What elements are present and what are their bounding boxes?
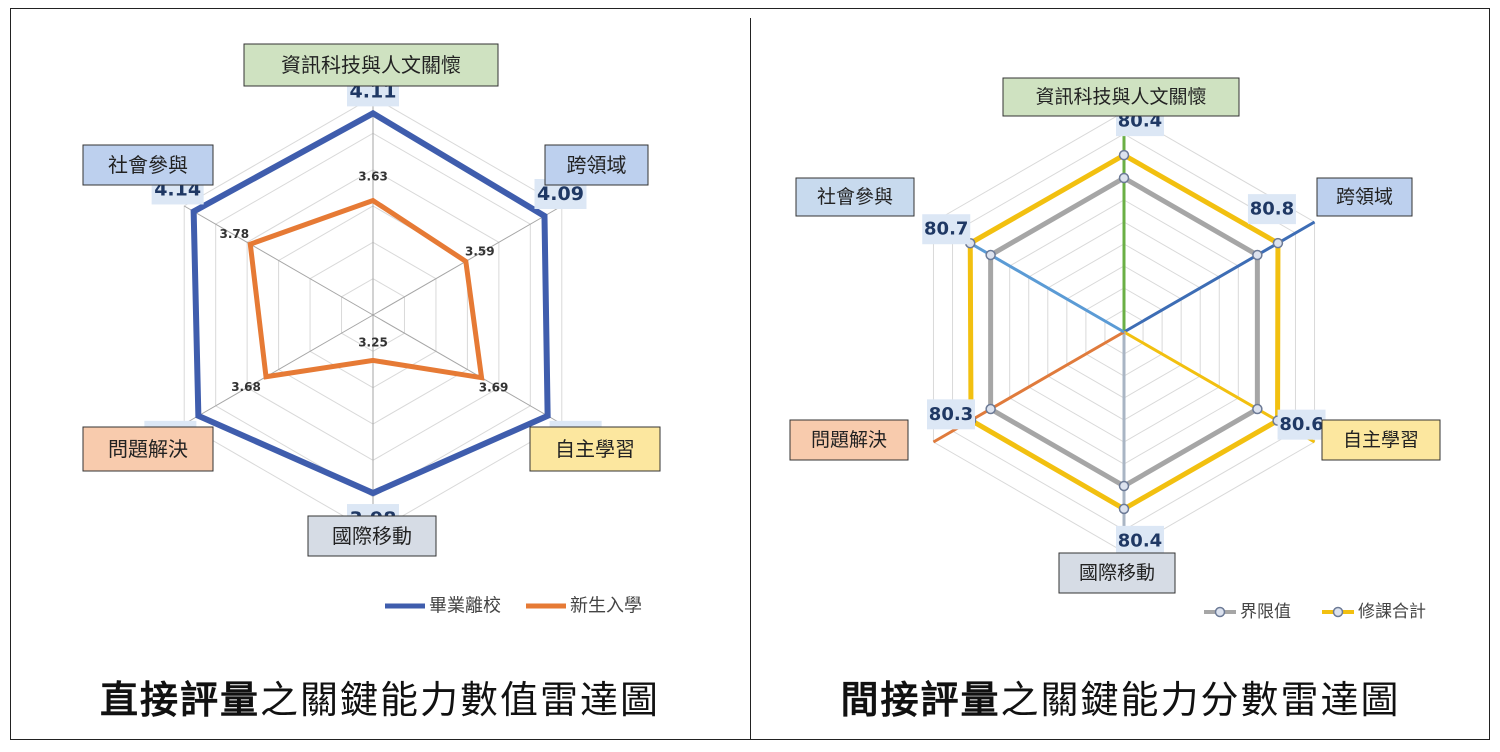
category-label: 資訊科技與人文關懷: [1035, 86, 1206, 108]
category-label: 國際移動: [1079, 562, 1155, 584]
category-box: [1002, 77, 1240, 117]
series-marker: [1272, 237, 1284, 249]
data-label-bg: [922, 214, 971, 245]
left-caption-bold: 直接評量: [99, 677, 260, 722]
category-label: 跨領域: [1336, 186, 1393, 208]
colored-spoke: [1123, 220, 1316, 334]
category-label: 自主學習: [1343, 429, 1419, 451]
category-box: [243, 43, 499, 87]
category-box: [1321, 419, 1441, 461]
right-radar-chart: 80.480.880.680.480.380.7資訊科技與人文關懷跨領域自主學習…: [789, 77, 1441, 622]
category-box: [307, 515, 437, 557]
category-label: 問題解決: [811, 429, 887, 451]
category-label: 問題解決: [108, 437, 188, 461]
legend-label: 新生入學: [570, 596, 642, 617]
spoke-line: [183, 205, 374, 316]
category-box: [82, 144, 214, 186]
data-label: 80.4: [1118, 530, 1162, 551]
series-marker: [1252, 403, 1263, 415]
spoke-line: [183, 314, 374, 425]
category-box: [529, 426, 661, 472]
series-marker: [1118, 503, 1130, 515]
left-caption: 直接評量之關鍵能力數值雷達圖: [10, 672, 750, 728]
data-label-bg: [1116, 525, 1164, 556]
series-marker: [985, 249, 996, 261]
right-caption: 間接評量之關鍵能力分數雷達圖: [751, 672, 1490, 728]
data-label-bg: [927, 399, 976, 430]
category-label: 跨領域: [567, 153, 627, 177]
data-label-bg: [1247, 194, 1296, 225]
right-caption-bold: 間接評量: [840, 677, 1001, 722]
legend-label: 畢業離校: [429, 596, 501, 617]
series-marker: [985, 403, 996, 415]
data-label: 80.3: [929, 404, 973, 425]
category-label: 社會參與: [817, 186, 893, 208]
data-label-bg: [1277, 409, 1326, 440]
series-line-freshman: [247, 197, 485, 381]
data-label: 80.7: [924, 219, 968, 240]
data-label-inner: 3.63: [358, 170, 388, 184]
data-label-inner: 3.68: [231, 380, 261, 394]
category-box: [789, 419, 909, 461]
category-box: [795, 177, 915, 217]
series-marker: [1118, 149, 1130, 161]
right-caption-rest: 之關鍵能力分數雷達圖: [1000, 678, 1401, 722]
category-label: 資訊科技與人文關懷: [281, 53, 461, 77]
data-label-inner: 3.25: [358, 335, 388, 349]
left-radar-chart: 4.114.094.113.984.114.143.633.593.693.25…: [82, 43, 661, 617]
legend-marker: [1332, 606, 1344, 618]
panel-divider: [750, 18, 751, 740]
data-label-outer: 4.09: [537, 183, 584, 205]
category-box: [544, 144, 649, 186]
category-box: [1316, 177, 1413, 217]
series-marker: [1118, 172, 1130, 184]
category-box: [1058, 552, 1176, 594]
data-label: 80.6: [1279, 414, 1323, 435]
legend-label: 界限值: [1240, 602, 1291, 622]
legend-label: 修課合計: [1358, 602, 1426, 622]
category-box: [82, 426, 214, 472]
data-label-inner: 3.59: [465, 244, 495, 258]
left-caption-rest: 之關鍵能力數值雷達圖: [260, 678, 661, 722]
legend-marker: [1214, 606, 1226, 618]
series-marker: [1252, 249, 1263, 261]
data-label-inner: 3.69: [479, 381, 509, 395]
series-marker: [1118, 480, 1130, 492]
data-label-inner: 3.78: [219, 227, 249, 241]
series-line-graduation: [190, 109, 551, 497]
spoke-line: [372, 314, 563, 425]
data-label: 80.8: [1250, 199, 1294, 220]
category-label: 社會參與: [108, 153, 188, 177]
category-label: 國際移動: [332, 524, 412, 548]
category-label: 自主學習: [555, 437, 635, 461]
